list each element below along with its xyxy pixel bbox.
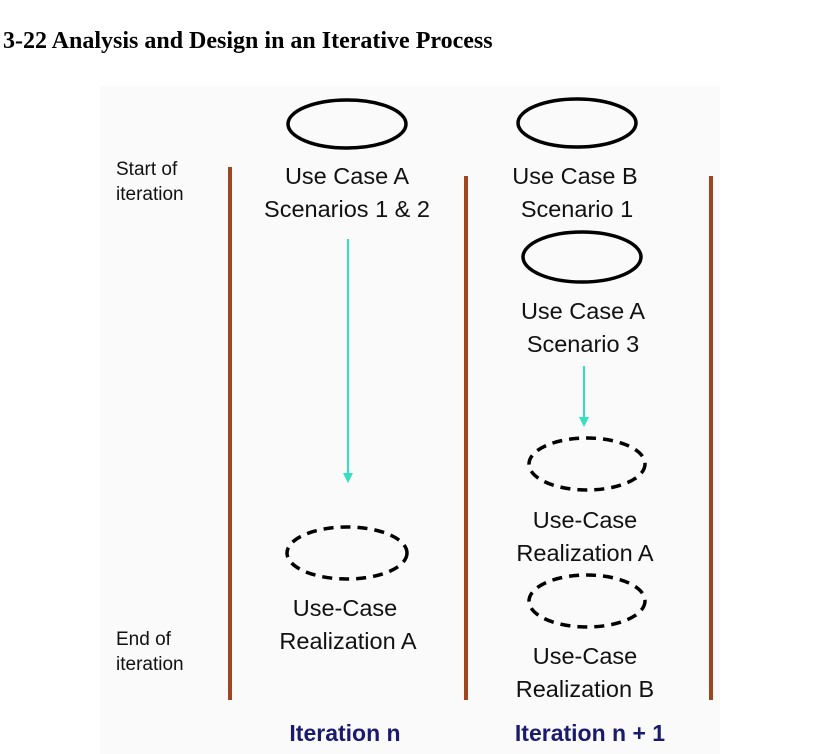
iteration-n1-label: Iteration n + 1 [515, 720, 665, 746]
use-case-b-label-line-1: Use Case B [512, 163, 637, 189]
start-label-line-2: iteration [116, 184, 184, 205]
use-case-a-label-line-2: Scenarios 1 & 2 [264, 196, 430, 222]
start-label-line-1: Start of [116, 159, 178, 180]
realization-b-label-line-2: Realization B [516, 676, 654, 702]
diagram-background [100, 86, 720, 754]
use-case-a-ellipse-n1 [521, 230, 643, 284]
realization-a-label-n-line-1: Use-Case [293, 595, 397, 621]
end-label-line-1: End of [116, 629, 172, 650]
end-label-line-2: iteration [116, 654, 184, 675]
use-case-b-ellipse [516, 97, 638, 149]
realization-a-ellipse-n [285, 525, 409, 581]
realization-a-label-n1-line-2: Realization A [516, 540, 653, 566]
realization-b-label-line-1: Use-Case [533, 643, 637, 669]
iteration-n-label: Iteration n [289, 720, 400, 746]
use-case-a-label-n1-line-1: Use Case A [521, 298, 645, 324]
realization-a-ellipse-n1 [527, 436, 647, 492]
realization-a-label-n1-line-1: Use-Case [533, 507, 637, 533]
realization-b-ellipse [527, 573, 647, 629]
use-case-a-ellipse [286, 98, 408, 150]
use-case-a-label-line-1: Use Case A [285, 163, 409, 189]
use-case-a-label-n1-line-2: Scenario 3 [527, 331, 639, 357]
realization-a-label-n-line-2: Realization A [279, 628, 416, 654]
page-title: 3-22 Analysis and Design in an Iterative… [3, 28, 493, 54]
use-case-b-label-line-2: Scenario 1 [521, 196, 633, 222]
